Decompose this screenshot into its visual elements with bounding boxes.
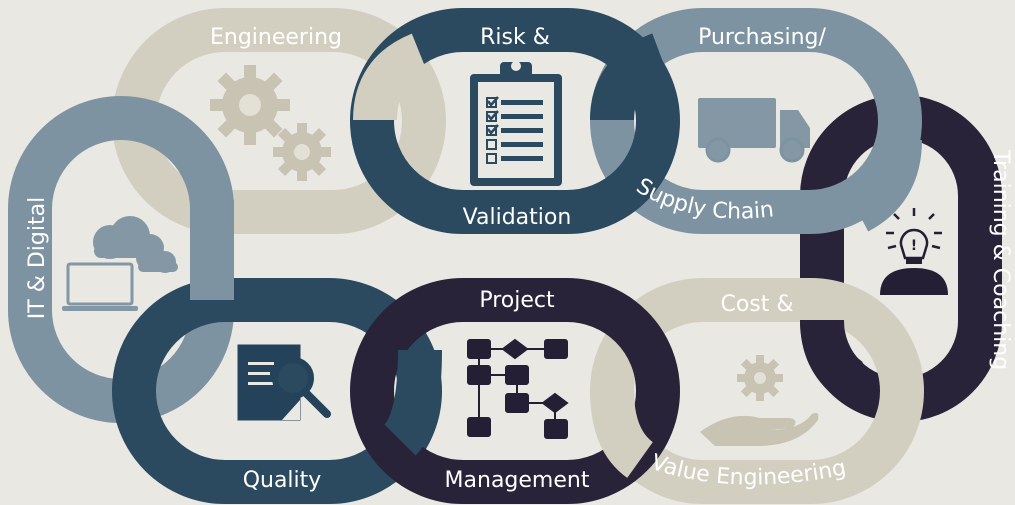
validation-label: Validation xyxy=(463,205,572,230)
cost-label: Cost & xyxy=(720,292,793,317)
risk-label: Risk & xyxy=(480,25,550,50)
clipboard-checklist-icon xyxy=(470,61,562,186)
purchasing-label: Purchasing/ xyxy=(698,25,826,50)
quality-label: Quality xyxy=(243,468,322,493)
overlap-cost-over-project xyxy=(590,389,654,478)
svg-text:!: ! xyxy=(911,238,917,254)
flowchart-icon xyxy=(467,338,569,439)
overlap-purchasing-over-training xyxy=(846,139,922,232)
training-label: Training & Coaching xyxy=(988,149,1013,370)
hand-gear-icon xyxy=(700,355,819,446)
truck-icon xyxy=(698,98,810,163)
link-risk-validation xyxy=(350,8,680,234)
project-label: Project xyxy=(479,288,555,313)
overlap-engineering-over-risk xyxy=(353,33,430,121)
gears-icon xyxy=(210,65,331,181)
overlap-training-over-cost xyxy=(800,319,864,398)
cloud-laptop-icon xyxy=(62,216,178,311)
document-magnifier-icon xyxy=(237,344,331,421)
it-digital-label: IT & Digital xyxy=(25,197,50,319)
lightbulb-person-icon: ! xyxy=(880,208,948,295)
overlap-quality-over-project xyxy=(383,349,442,456)
management-label: Management xyxy=(445,468,590,493)
engineering-label: Engineering xyxy=(210,25,342,50)
overlap-risk-over-purchasing xyxy=(590,33,669,122)
link-project-management xyxy=(350,278,680,504)
link-purchasing xyxy=(590,8,922,234)
